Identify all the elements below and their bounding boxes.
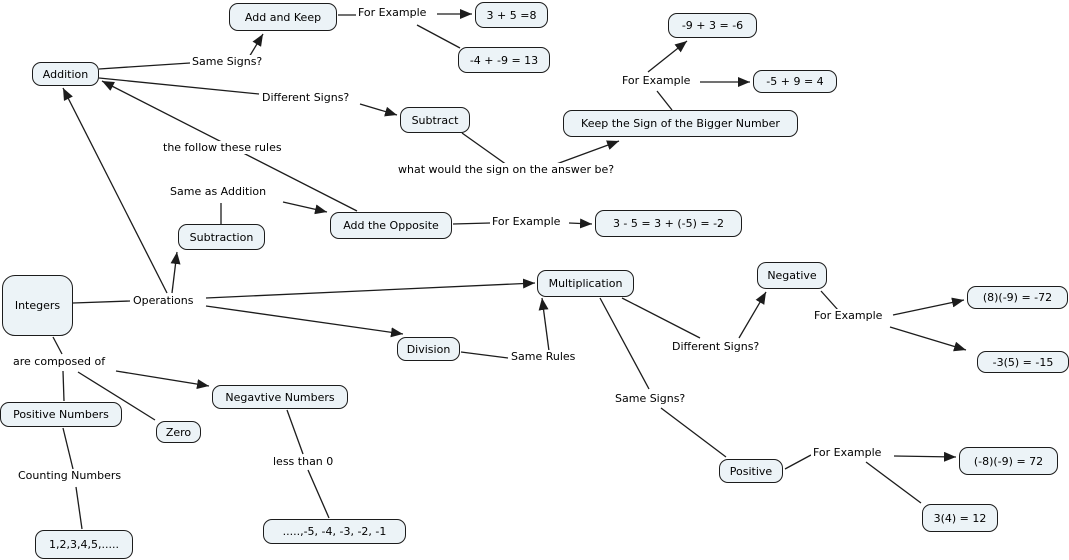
concept-example-neg9plus3[interactable]: -9 + 3 = -6 — [668, 13, 757, 38]
concept-add-and-keep[interactable]: Add and Keep — [229, 3, 337, 31]
concept-division[interactable]: Division — [397, 337, 460, 361]
link-counting-numbers[interactable]: Counting Numbers — [16, 469, 124, 482]
edge-integers-operations — [72, 300, 131, 304]
concept-example-neg4plusneg9[interactable]: -4 + -9 = 13 — [458, 47, 550, 73]
edge-counting-list — [75, 486, 83, 530]
concept-multiplication[interactable]: Multiplication — [537, 270, 634, 297]
edge-same-as-addition-addopposite — [282, 201, 328, 215]
concept-keep-sign-bigger[interactable]: Keep the Sign of the Bigger Number — [563, 110, 798, 137]
edge-operations-subtraction — [170, 251, 181, 294]
link-for-example-add-opposite[interactable]: For Example — [490, 215, 563, 228]
link-same-as-addition[interactable]: Same as Addition — [168, 185, 269, 198]
concept-example-8timesneg9[interactable]: (8)(-9) = -72 — [967, 286, 1068, 309]
edge-for-example-8timesneg9 — [892, 297, 965, 316]
link-same-signs-addition[interactable]: Same Signs? — [190, 55, 265, 68]
link-follow-rules[interactable]: the follow these rules — [161, 141, 284, 154]
concept-example-neg5plus9[interactable]: -5 + 9 = 4 — [753, 70, 837, 93]
edge-lessthan-list — [307, 469, 330, 519]
concept-negative-list[interactable]: .....,-5, -4, -3, -2, -1 — [263, 519, 406, 544]
concept-positive[interactable]: Positive — [719, 459, 783, 483]
edge-same-signs-positive — [660, 407, 727, 458]
concept-positive-numbers[interactable]: Positive Numbers — [0, 402, 122, 427]
concept-example-neg8timesneg9[interactable]: (-8)(-9) = 72 — [959, 447, 1058, 475]
edge-composed-negnumbers — [115, 370, 210, 390]
edge-composed-positive-numbers — [62, 370, 65, 402]
concept-negavtive-numbers[interactable]: Negavtive Numbers — [212, 385, 348, 409]
link-different-signs-mult[interactable]: Different Signs? — [670, 340, 762, 353]
edge-addopposite-for-example — [452, 222, 491, 225]
link-are-composed-of[interactable]: are composed of — [11, 355, 108, 368]
edge-operations-addition — [62, 87, 168, 294]
edge-operations-multiplication — [205, 278, 536, 299]
concept-add-the-opposite[interactable]: Add the Opposite — [330, 212, 452, 239]
concept-example-3plus5[interactable]: 3 + 5 =8 — [475, 2, 548, 28]
link-less-than-zero[interactable]: less than 0 — [271, 455, 336, 468]
link-for-example-negative[interactable]: For Example — [812, 309, 885, 322]
concept-zero[interactable]: Zero — [156, 421, 201, 443]
edge-different-signs-subtract — [359, 103, 398, 117]
edge-for-example-neg3times5 — [889, 326, 967, 352]
edge-same-rules-multiplication — [538, 297, 550, 352]
edge-for-example-3minus5 — [568, 218, 593, 229]
edge-for-example-neg9plus3 — [647, 40, 688, 73]
link-for-example-positive[interactable]: For Example — [811, 446, 884, 459]
edge-whatsign-keepsign — [550, 140, 620, 167]
edge-positive-for-example — [784, 454, 812, 470]
edge-addition-same-signs — [98, 62, 191, 70]
edge-negative-for-example — [820, 290, 839, 311]
concept-subtraction[interactable]: Subtraction — [178, 224, 265, 250]
link-different-signs-addition[interactable]: Different Signs? — [260, 91, 352, 104]
edge-addition-different-signs — [98, 77, 260, 95]
concept-example-neg3times5[interactable]: -3(5) = -15 — [977, 351, 1069, 373]
edge-subtract-whatsign — [461, 132, 508, 166]
concept-example-3times4[interactable]: 3(4) = 12 — [922, 504, 998, 532]
edge-for-example-neg4plusneg9 — [416, 24, 461, 49]
edge-multiplication-different-signs — [621, 297, 701, 339]
edge-integers-composed — [52, 336, 63, 355]
link-same-rules[interactable]: Same Rules — [509, 350, 578, 363]
link-operations[interactable]: Operations — [131, 294, 196, 307]
link-for-example-add-keep[interactable]: For Example — [356, 6, 429, 19]
edge-for-example-keepsign — [656, 90, 673, 111]
concept-addition[interactable]: Addition — [32, 62, 99, 86]
edge-positive-numbers-counting — [62, 427, 74, 470]
edge-negnumbers-lessthan — [286, 409, 304, 455]
edge-multiplication-same-signs — [599, 297, 650, 390]
edge-different-signs-negative — [738, 291, 767, 339]
edge-for-example-neg8timesneg9 — [893, 451, 957, 462]
link-what-sign[interactable]: what would the sign on the answer be? — [396, 163, 617, 176]
edge-operations-division — [205, 305, 404, 338]
link-for-example-keep-sign[interactable]: For Example — [620, 74, 693, 87]
concept-integers[interactable]: Integers — [2, 275, 73, 336]
concept-counting-list[interactable]: 1,2,3,4,5,..... — [35, 530, 133, 559]
concept-subtract[interactable]: Subtract — [400, 107, 470, 133]
link-same-signs-mult[interactable]: Same Signs? — [613, 392, 688, 405]
concept-negative[interactable]: Negative — [757, 262, 827, 289]
edge-composed-zero — [77, 371, 156, 421]
concept-example-3minus5[interactable]: 3 - 5 = 3 + (-5) = -2 — [595, 210, 742, 237]
edge-for-example-3times4 — [865, 461, 922, 504]
edge-division-same-rules — [460, 351, 509, 359]
